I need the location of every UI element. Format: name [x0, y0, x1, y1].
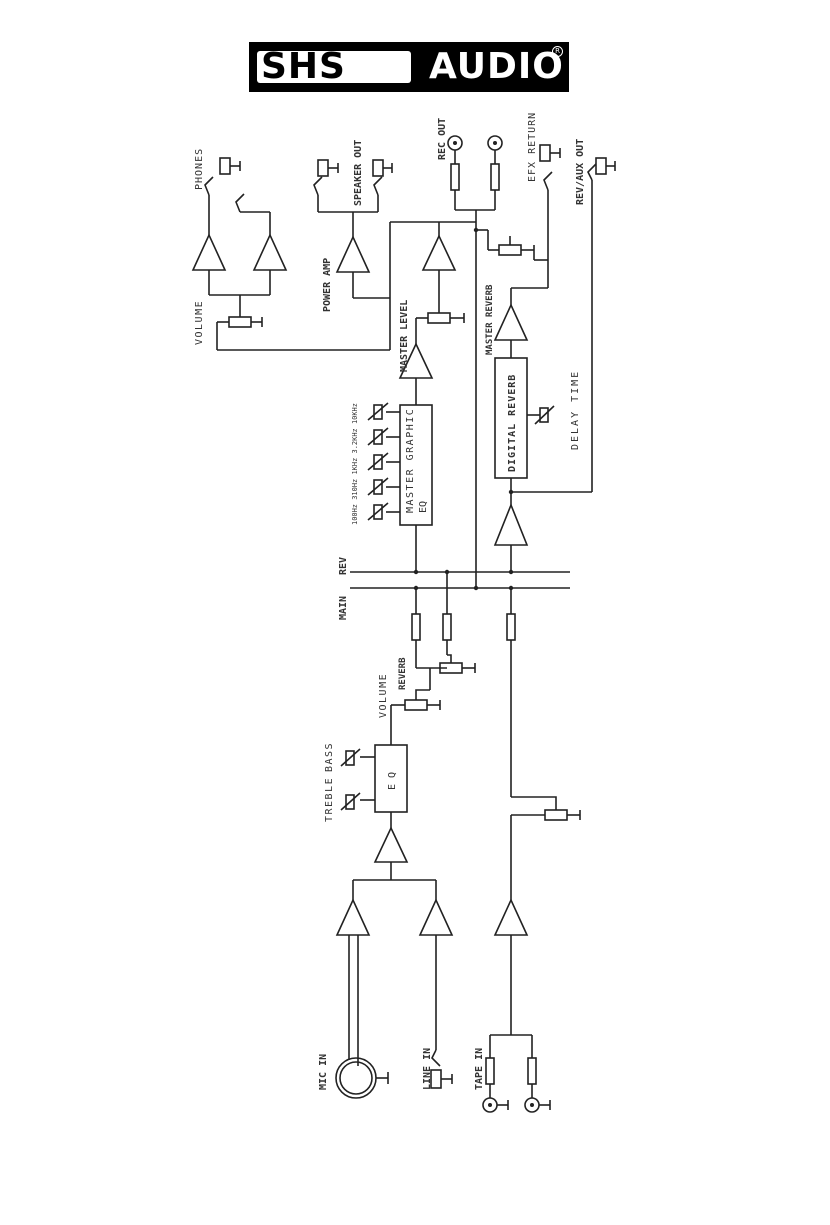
label-master-graphic-eq: EQ	[418, 501, 429, 513]
tape-preamp	[495, 815, 527, 935]
graphic-eq-sliders-icon	[368, 403, 400, 520]
mic-preamp	[337, 900, 369, 935]
label-rev-aux-out: REV/AUX OUT	[575, 139, 586, 205]
channel-eq-block	[360, 745, 407, 812]
label-bass: BASS	[324, 742, 335, 772]
master-buffer-amp	[423, 236, 455, 270]
reverb-amp	[495, 505, 527, 545]
volume-pot-icon	[391, 690, 440, 710]
label-efx-return: EFX RETURN	[527, 112, 538, 182]
preamp-sum	[353, 862, 436, 900]
rev-bus-resistor	[443, 572, 451, 655]
label-phones: PHONES	[194, 148, 205, 190]
efx-return-jack-icon	[540, 145, 560, 190]
phones-jack-icon	[205, 158, 244, 212]
rec-out-jacks-icon	[448, 136, 502, 222]
tape-bus-resistor	[507, 614, 515, 640]
line-preamp	[420, 900, 452, 935]
bass-knob-icon	[341, 749, 360, 766]
line-in-jack-icon	[431, 935, 452, 1088]
label-treble: TREBLE	[324, 777, 335, 822]
label-line-in: LINE IN	[422, 1048, 433, 1090]
eq-amp	[375, 812, 407, 862]
phones-amp-right	[254, 235, 286, 270]
label-master-reverb: MASTER REVERB	[485, 284, 495, 355]
main-bus-resistor	[412, 588, 420, 668]
label-master-level: MASTER LEVEL	[399, 300, 410, 372]
master-reverb-amp	[495, 305, 527, 340]
label-rev-bus: REV	[338, 557, 349, 575]
label-channel-eq: E Q	[387, 772, 398, 790]
rev-aux-out-jack-icon	[588, 158, 615, 180]
efx-return-pot-icon	[488, 230, 534, 260]
power-amp	[337, 237, 369, 272]
tape-in-jacks-icon	[483, 935, 550, 1112]
label-power-amp: POWER AMP	[322, 258, 333, 312]
master-level-pot-icon	[416, 270, 464, 323]
label-rec-out: REC OUT	[437, 118, 448, 160]
label-eq-bands: 100Hz 310Hz 1KHz 3.2KHz 10KHz	[351, 403, 359, 525]
label-master-graphic: MASTER GRAPHIC	[405, 408, 416, 513]
treble-knob-icon	[341, 793, 360, 810]
label-reverb: REVERB	[398, 657, 408, 690]
reverb-send-pot-icon	[440, 655, 475, 673]
mix-buses	[350, 572, 570, 588]
label-speaker-out: SPEAKER OUT	[353, 140, 364, 206]
label-digital-reverb: DIGITAL REVERB	[507, 374, 518, 472]
label-phones-volume: VOLUME	[194, 300, 205, 345]
label-tape-in: TAPE IN	[474, 1048, 485, 1090]
xlr-mic-jack-icon	[336, 935, 388, 1098]
label-delay-time: DELAY TIME	[570, 370, 581, 450]
label-main-bus: MAIN	[338, 596, 349, 620]
label-volume: VOLUME	[378, 673, 389, 718]
delay-time-knob-icon	[527, 406, 554, 424]
tape-volume-pot-icon	[511, 797, 580, 820]
phones-volume-pot-icon	[217, 295, 262, 327]
label-mic-in: MIC IN	[318, 1054, 329, 1090]
phones-amp-left	[193, 235, 225, 270]
